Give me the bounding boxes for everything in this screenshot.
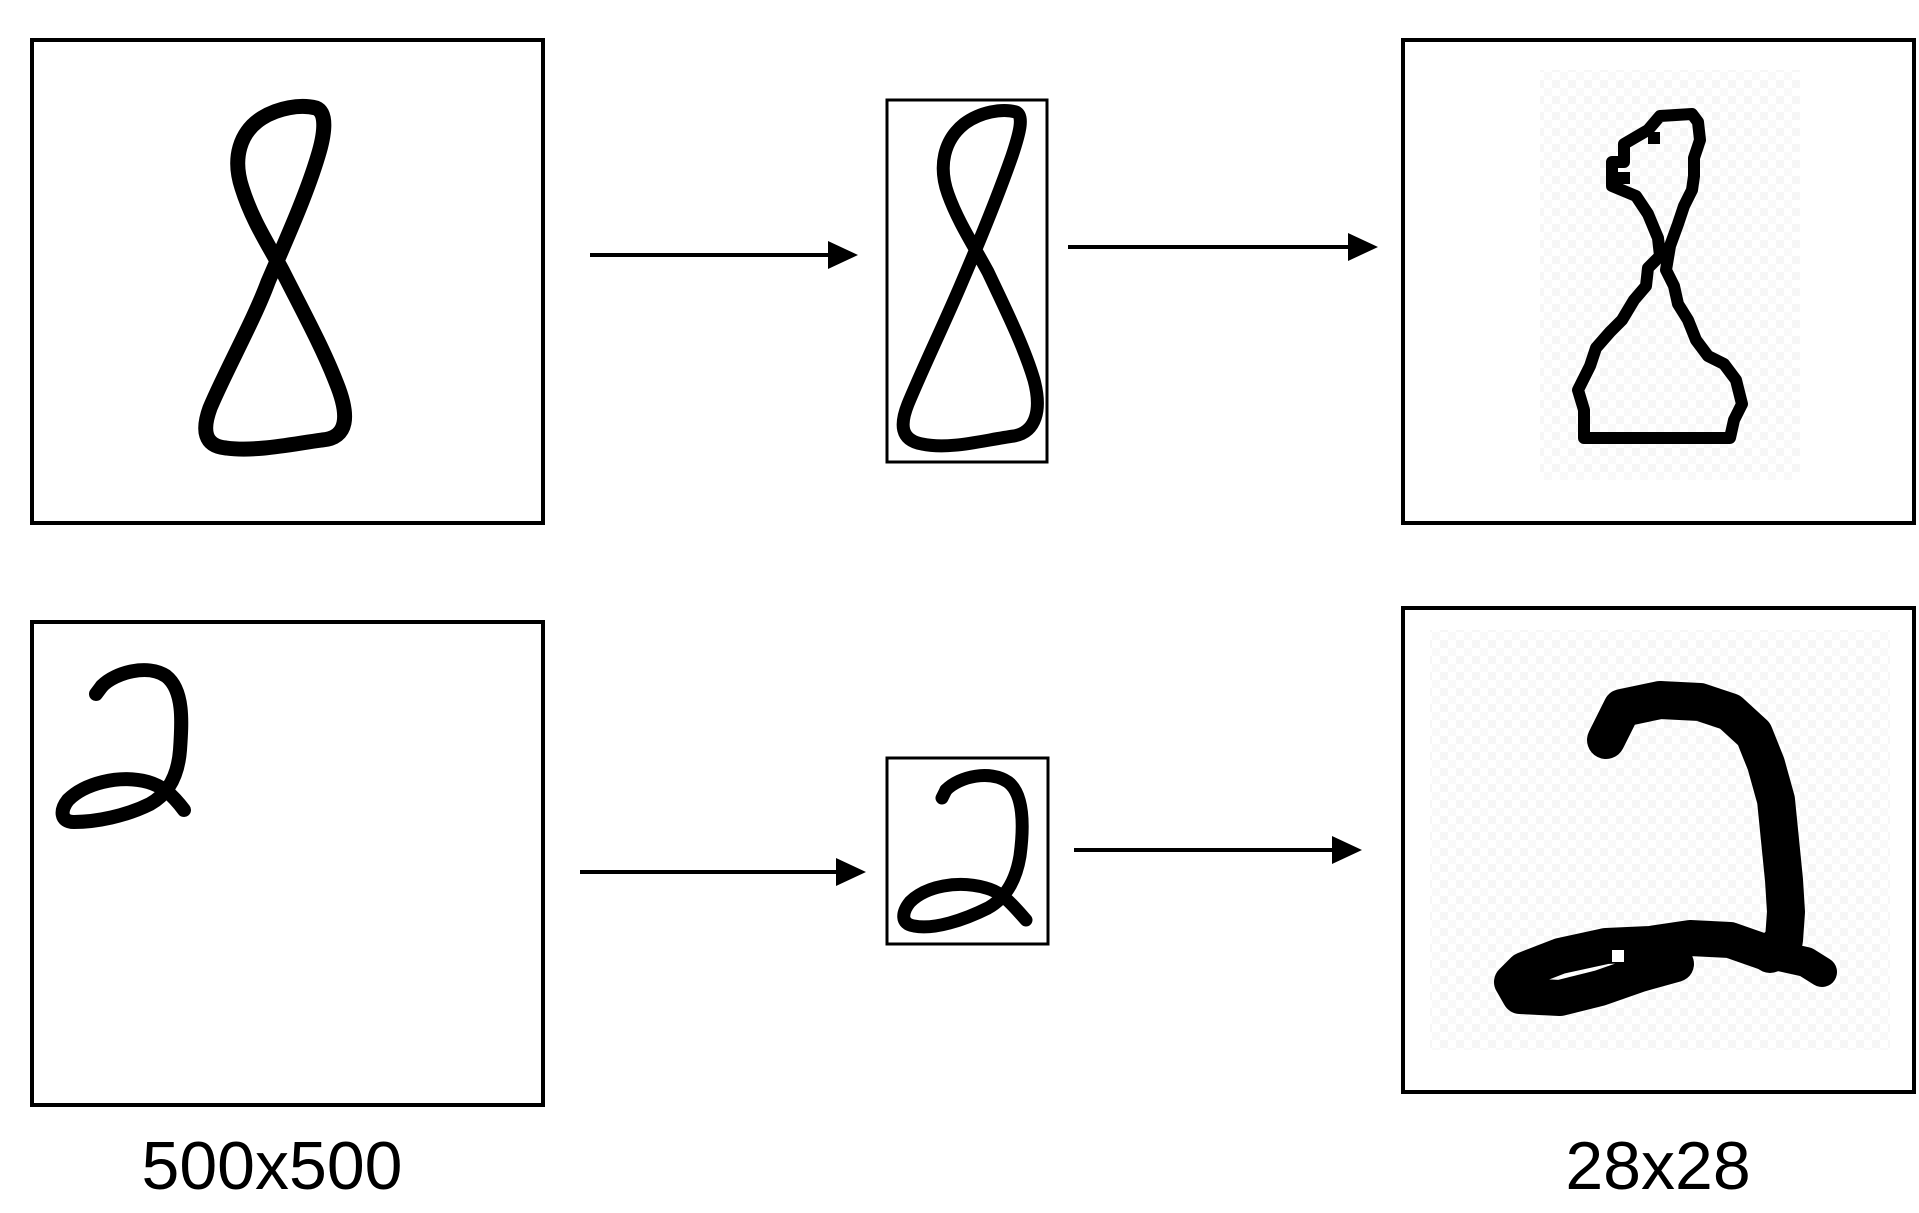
output-size-caption: 28x28 <box>1565 1128 1751 1204</box>
cropped-digit-2 <box>897 769 1033 934</box>
arrow-to-output-8 <box>1068 233 1378 261</box>
row-digit-2 <box>30 606 1916 1107</box>
input-canvas-2 <box>30 620 545 1107</box>
bounding-box-crop-2 <box>885 756 1050 946</box>
arrow-to-crop-8 <box>590 241 858 269</box>
input-canvas-8 <box>30 38 545 525</box>
input-size-caption: 500x500 <box>141 1128 403 1204</box>
downscaled-output-2 <box>1401 606 1916 1094</box>
bounding-box-crop-8 <box>885 98 1049 464</box>
arrow-to-output-2 <box>1074 836 1362 864</box>
cropped-digit-8 <box>896 104 1044 453</box>
row-digit-8 <box>30 38 1916 525</box>
arrow-to-crop-2 <box>580 858 866 886</box>
downscaled-output-8 <box>1401 38 1916 525</box>
pixelated-digit-8 <box>1572 108 1748 444</box>
handwritten-digit-2 <box>55 663 191 829</box>
handwritten-digit-8 <box>198 98 353 457</box>
pixelated-digit-2 <box>1494 681 1837 1016</box>
